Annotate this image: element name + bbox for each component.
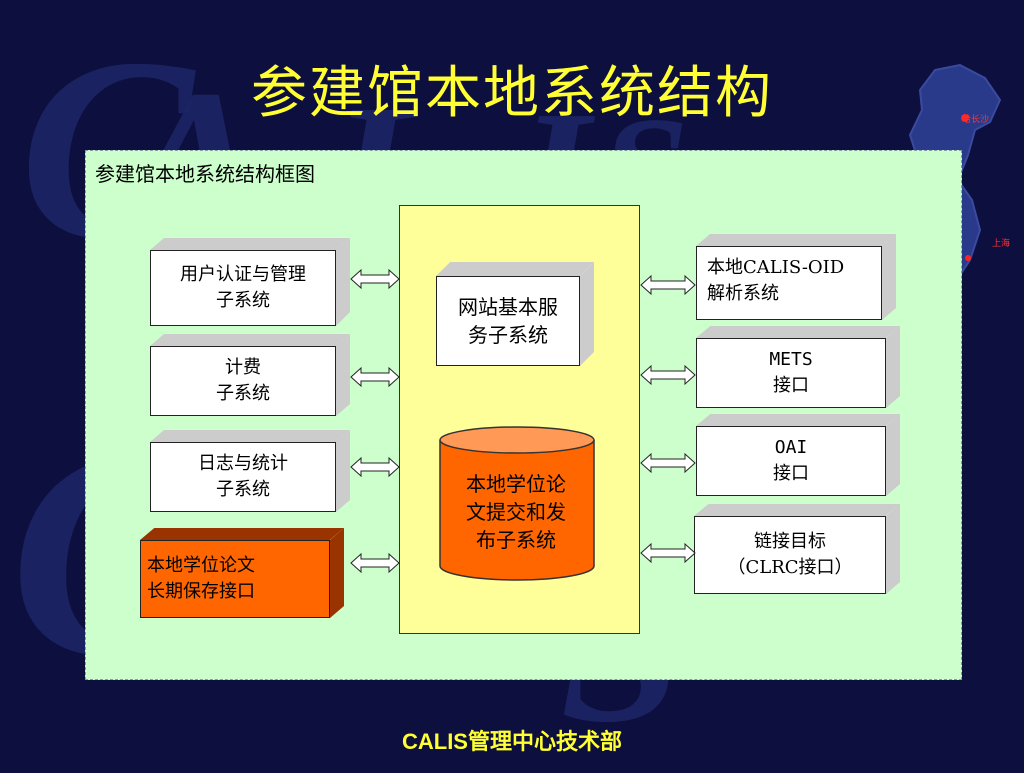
double-arrow-icon	[640, 452, 696, 474]
map-city-label: 上海	[992, 239, 1011, 249]
box-label: 用户认证与管理 子系统	[150, 250, 336, 326]
footer-credit: CALIS管理中心技术部	[401, 729, 622, 754]
box-billing: 计费 子系统	[150, 334, 350, 416]
box-label: 本地学位论文 长期保存接口	[140, 540, 330, 618]
box-mets: METS 接口	[696, 326, 900, 408]
double-arrow-icon	[640, 274, 696, 296]
cylinder-label: 本地学位论 文提交和发 布子系统	[466, 472, 566, 552]
box-label: METS 接口	[696, 338, 886, 408]
cylinder-submission	[439, 426, 595, 581]
box-label: 网站基本服 务子系统	[436, 276, 580, 366]
box-label: 链接目标 （CLRC接口）	[694, 516, 886, 594]
box-preservation-interface: 本地学位论文 长期保存接口	[140, 528, 344, 618]
double-arrow-icon	[640, 364, 696, 386]
panel-title: 参建馆本地系统结构框图	[95, 162, 315, 186]
double-arrow-icon	[350, 552, 400, 574]
box-link-target: 链接目标 （CLRC接口）	[694, 504, 900, 594]
box-label: OAI 接口	[696, 426, 886, 496]
double-arrow-icon	[640, 542, 696, 564]
box-user-auth: 用户认证与管理 子系统	[150, 238, 350, 326]
box-log-stats: 日志与统计 子系统	[150, 430, 350, 512]
box-oai: OAI 接口	[696, 414, 900, 496]
slide-title: 参建馆本地系统结构	[251, 61, 773, 126]
double-arrow-icon	[350, 268, 400, 290]
double-arrow-icon	[350, 456, 400, 478]
box-label: 计费 子系统	[150, 346, 336, 416]
double-arrow-icon	[350, 366, 400, 388]
map-city-label: 哈长沙	[962, 115, 990, 125]
box-label: 本地CALIS-OID 解析系统	[696, 246, 882, 320]
box-label: 日志与统计 子系统	[150, 442, 336, 512]
box-web-service: 网站基本服 务子系统	[436, 262, 594, 366]
box-calis-oid: 本地CALIS-OID 解析系统	[696, 234, 896, 320]
